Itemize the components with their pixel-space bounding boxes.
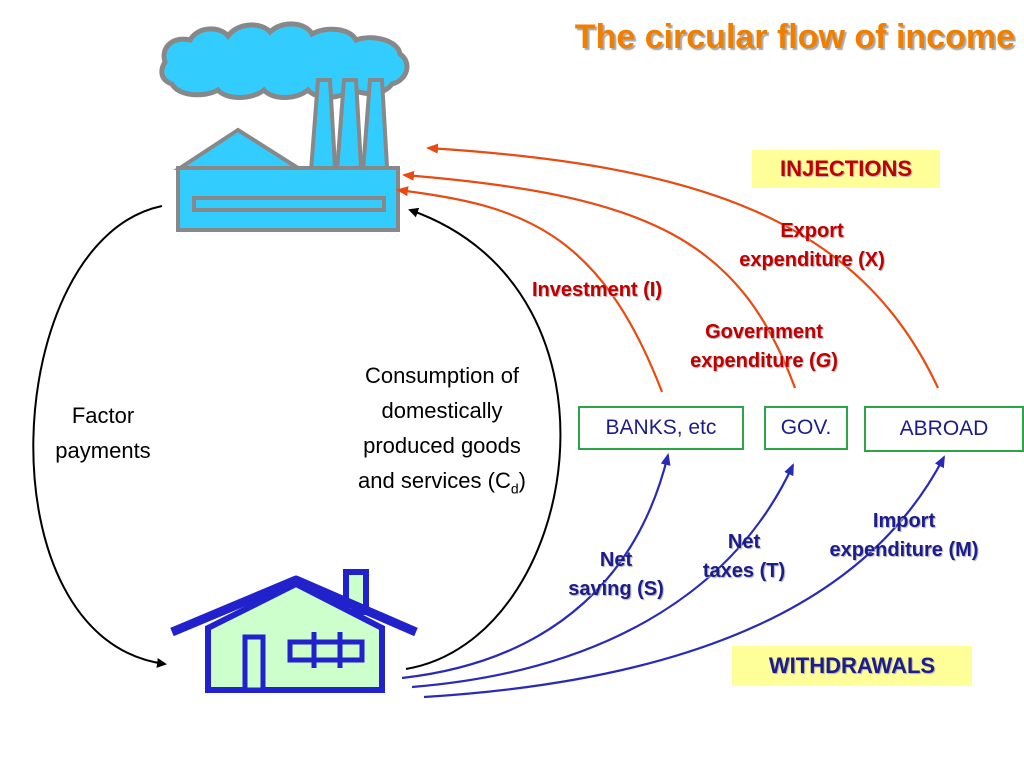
import-line2: expenditure (M) <box>829 539 979 561</box>
saving-arrow <box>401 453 671 680</box>
consumption-label: Consumption of domestically produced goo… <box>322 358 562 506</box>
factor-payments-line1: Factor <box>71 403 135 428</box>
export-line1: Export <box>780 220 844 242</box>
house-icon <box>170 569 418 693</box>
banks-box: BANKS, etc <box>578 406 744 450</box>
page-title: The circular flow of income <box>574 18 1015 56</box>
consumption-line3: produced goods <box>363 433 521 458</box>
import-label: Import expenditure (M) <box>804 507 1004 565</box>
taxes-arrow <box>411 463 794 689</box>
gov-box: GOV. <box>764 406 848 450</box>
consumption-subscript: d <box>510 480 519 497</box>
saving-label: Net saving (S) <box>546 546 686 604</box>
consumption-line4-prefix: and services (C <box>358 468 511 493</box>
withdrawals-tag: WITHDRAWALS <box>732 646 972 686</box>
government-line2-prefix: expenditure ( <box>690 350 816 372</box>
government-arrow <box>402 170 797 389</box>
abroad-box: ABROAD <box>864 406 1024 452</box>
injections-tag: INJECTIONS <box>752 150 940 188</box>
consumption-line4: and services (Cd) <box>322 463 562 506</box>
consumption-line2: domestically <box>381 398 503 423</box>
government-label: Government expenditure (G) <box>664 318 864 376</box>
investment-arrow <box>396 186 664 393</box>
export-label: Export expenditure (X) <box>712 217 912 275</box>
taxes-line2: taxes (T) <box>702 560 786 582</box>
factor-payments-line2: payments <box>55 438 151 463</box>
government-line1: Government <box>705 321 823 343</box>
investment-label: Investment (I) <box>532 279 663 301</box>
import-line1: Import <box>872 510 936 532</box>
export-arrow <box>426 143 939 389</box>
government-symbol: G <box>815 350 832 372</box>
import-arrow <box>423 455 945 699</box>
consumption-arrow <box>405 207 562 670</box>
saving-line1: Net <box>599 549 633 571</box>
taxes-line1: Net <box>727 531 761 553</box>
factor-payments-label: Factor payments <box>28 398 178 468</box>
saving-line2: saving (S) <box>568 578 664 600</box>
taxes-label: Net taxes (T) <box>684 528 804 586</box>
export-line2: expenditure (X) <box>739 249 885 271</box>
consumption-line1: Consumption of <box>364 363 520 388</box>
factory-icon <box>159 21 410 232</box>
government-line2-suffix: ) <box>831 350 838 372</box>
government-line2: expenditure (G) <box>664 347 864 376</box>
consumption-line4-suffix: ) <box>518 468 526 493</box>
factor-payments-arrow <box>32 205 167 668</box>
